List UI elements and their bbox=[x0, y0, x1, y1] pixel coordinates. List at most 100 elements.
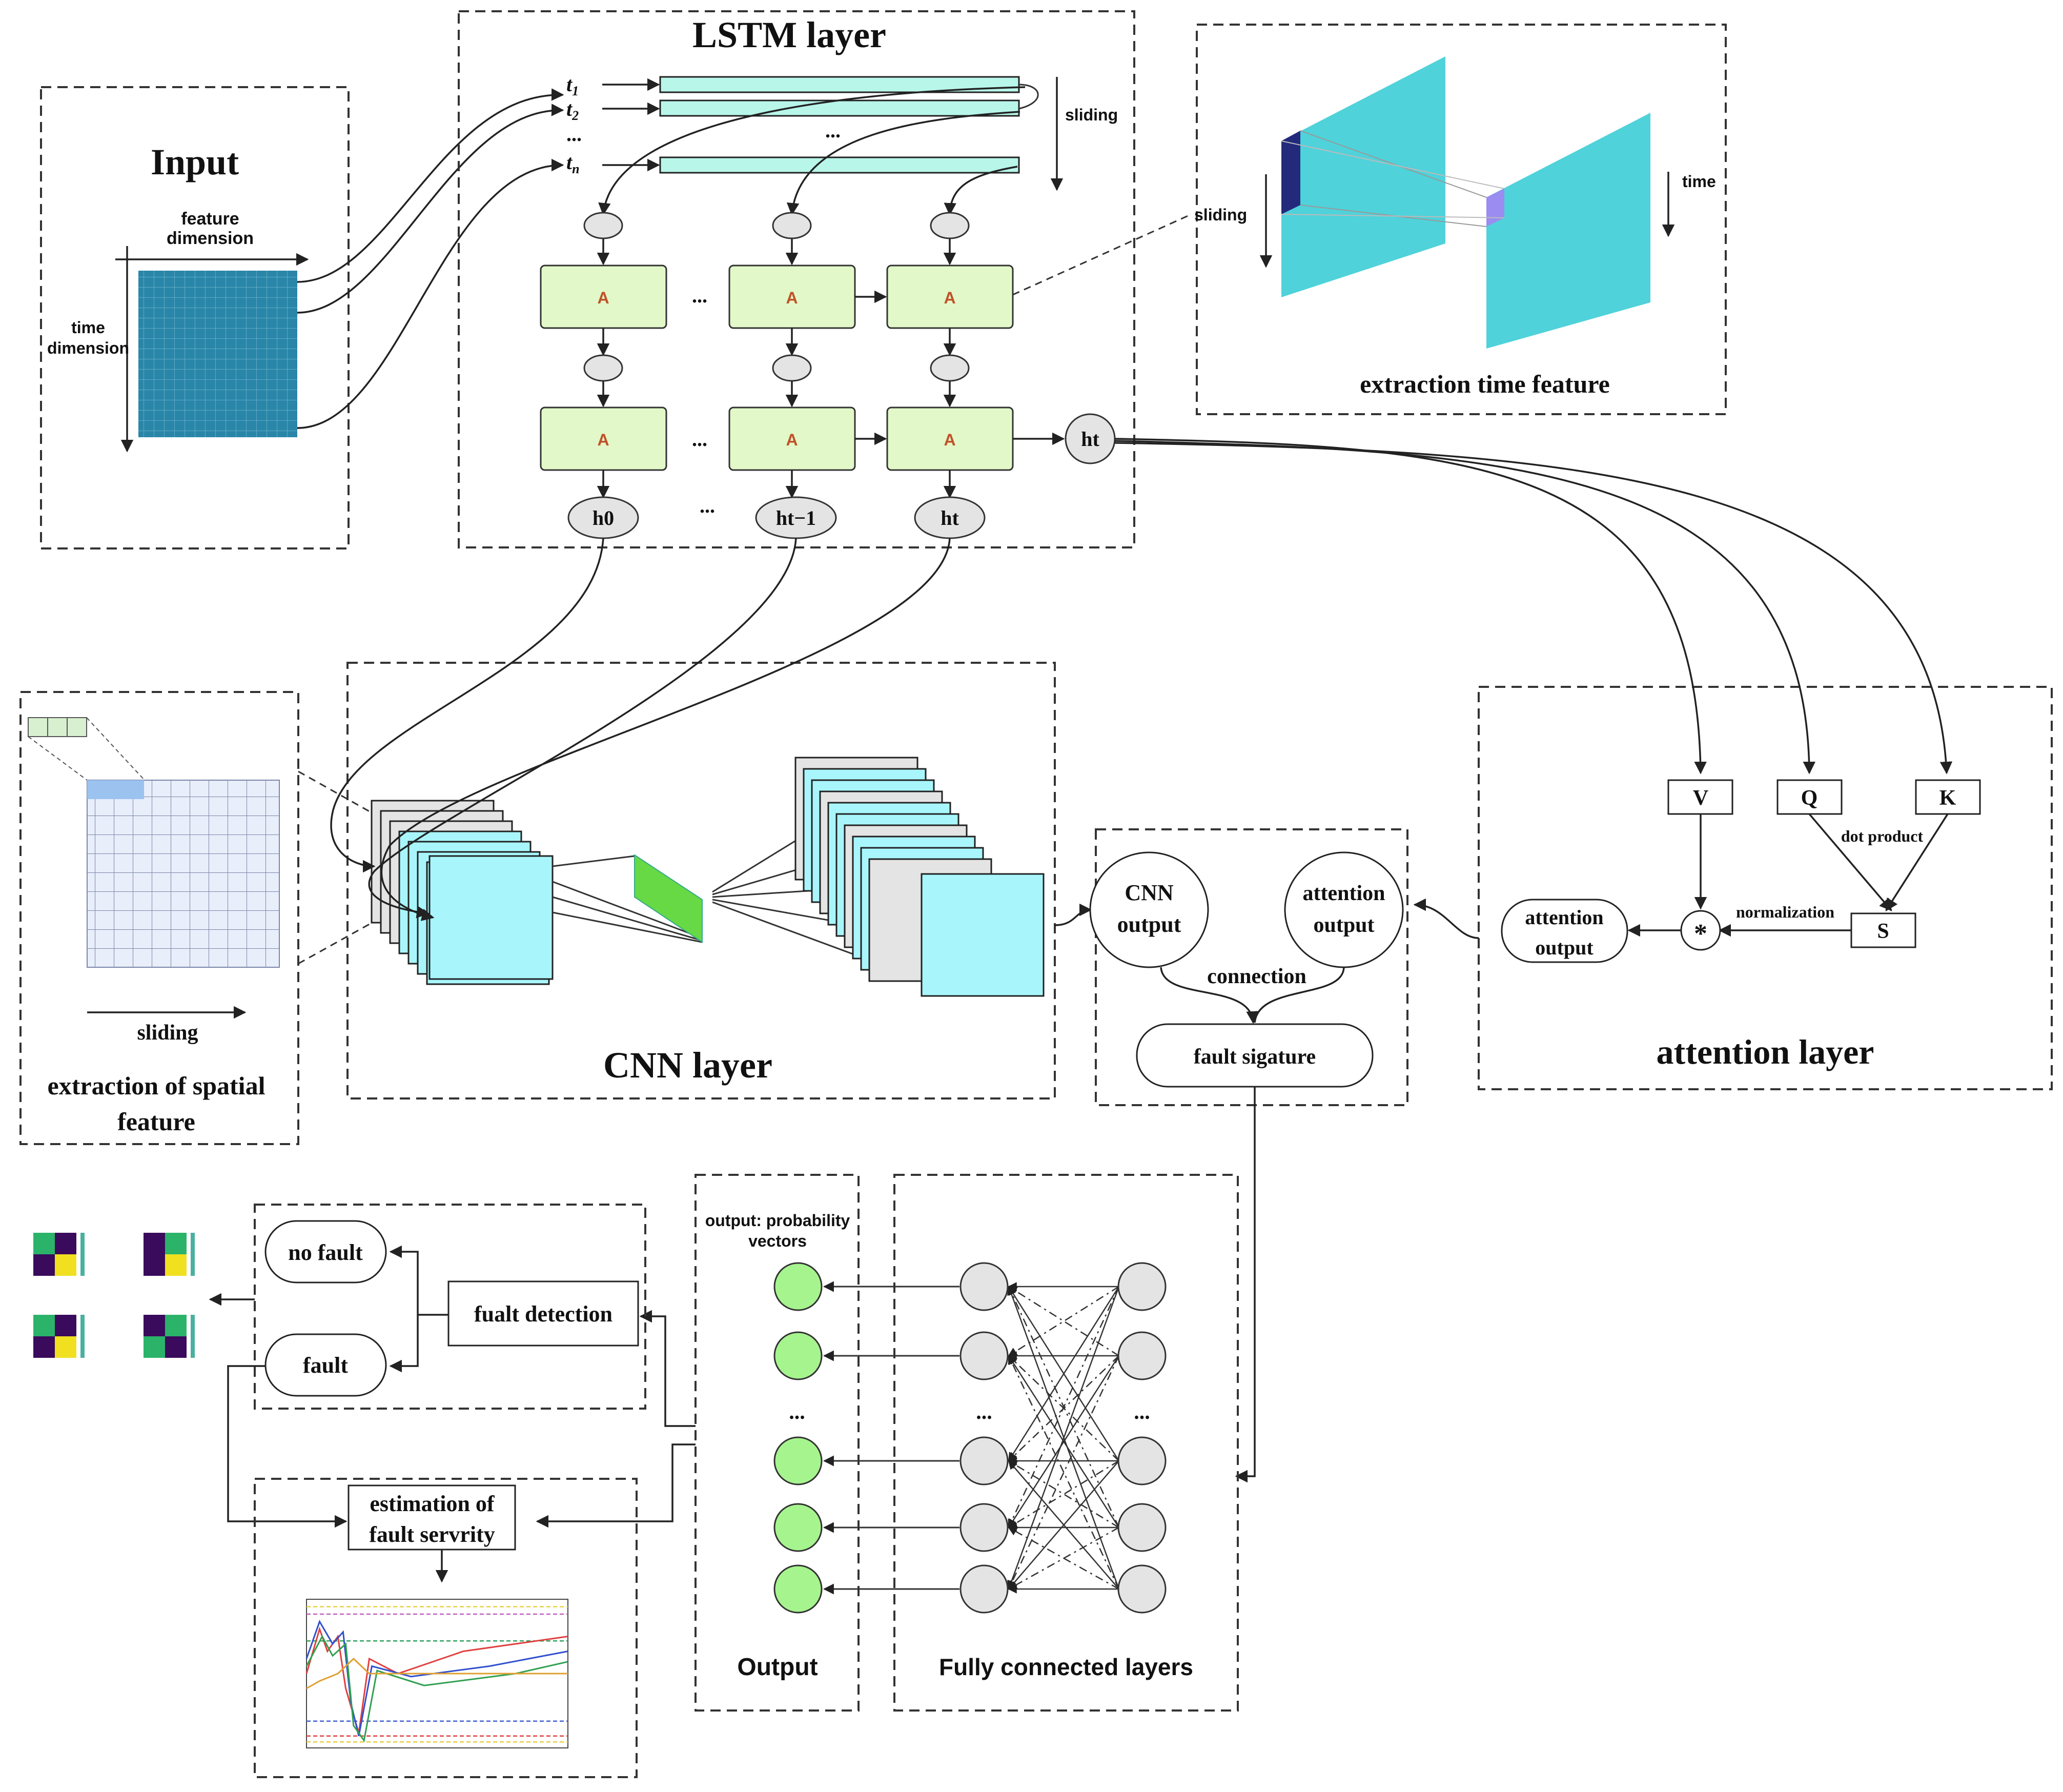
time-feature-title: extraction time feature bbox=[1360, 370, 1610, 398]
output-header-1: output: probability bbox=[705, 1211, 850, 1230]
matrix-1-cell-2 bbox=[55, 1233, 76, 1254]
time-plane-back bbox=[1281, 56, 1445, 297]
matrix-1-cell-4 bbox=[55, 1254, 76, 1276]
sequence-bar-t2 bbox=[659, 99, 1020, 117]
gate-oval-2a bbox=[772, 212, 812, 239]
spatial-kernel bbox=[28, 717, 87, 737]
cnn-frame bbox=[346, 662, 1056, 1099]
fault-node bbox=[264, 1333, 387, 1397]
output-to-detection bbox=[639, 1310, 696, 1427]
connection-label: connection bbox=[1207, 965, 1306, 988]
fc-frame bbox=[893, 1174, 1239, 1712]
output-label-ht-1: ht−1 bbox=[776, 506, 816, 530]
cell-label-1b: A bbox=[597, 431, 609, 449]
cnn-output-node bbox=[1089, 851, 1209, 968]
output-frame bbox=[695, 1174, 860, 1712]
spatial-grid-highlight bbox=[87, 780, 144, 799]
fc-edge-4-2 bbox=[1008, 1460, 1119, 1590]
output-to-severity bbox=[536, 1443, 696, 1528]
lstm-layer-block: LSTM layer t1 t2 ... tn ... sliding A bbox=[458, 10, 1135, 548]
fc-node-right-4 bbox=[1117, 1503, 1167, 1552]
fault-label: fault bbox=[303, 1353, 348, 1378]
merge-frame bbox=[1095, 828, 1408, 1106]
cell-label-3b: A bbox=[944, 431, 955, 449]
matrix-3-cell-1 bbox=[33, 1315, 55, 1336]
matrix-2-cell-1 bbox=[144, 1233, 165, 1254]
time-plane-front bbox=[1486, 113, 1650, 349]
time-dimension-label-2: dimension bbox=[47, 339, 129, 357]
kernel-guide-1 bbox=[28, 736, 88, 781]
matrix-4-cell-4 bbox=[165, 1336, 187, 1358]
time-sliding-label: sliding bbox=[1194, 206, 1247, 224]
gate-oval-2b bbox=[772, 354, 812, 382]
matrix-4-colorbar bbox=[191, 1315, 195, 1358]
q-to-s bbox=[1808, 813, 1892, 911]
signature-to-fc bbox=[1235, 1087, 1256, 1483]
bar-to-gate-2 bbox=[786, 111, 1020, 216]
projection-line-1 bbox=[1300, 130, 1487, 198]
fc-edge-3-0 bbox=[1008, 1286, 1120, 1529]
feature-map-stack-2 bbox=[794, 757, 1045, 997]
h0-to-cnn bbox=[330, 538, 604, 873]
lstm-to-cnn-connectors bbox=[330, 538, 951, 921]
pooling-map bbox=[634, 854, 703, 943]
attention-layer-block: V Q K dot product S normalization * atte… bbox=[1114, 438, 2053, 1090]
v-node bbox=[1667, 779, 1733, 815]
gate-oval-3b bbox=[930, 354, 970, 382]
ht-to-v bbox=[1114, 438, 1707, 775]
output-header-2: vectors bbox=[748, 1232, 807, 1250]
cnn-output-label-2: output bbox=[1117, 912, 1181, 937]
severity-node bbox=[348, 1484, 516, 1551]
projection-line-4 bbox=[1281, 214, 1505, 218]
sliding-label: sliding bbox=[1065, 106, 1118, 124]
feature-dimension-label: feature bbox=[181, 209, 239, 229]
time-feature-block: sliding time extraction time feature bbox=[1194, 24, 1727, 415]
spatial-feature-block: sliding extraction of spatial feature bbox=[19, 691, 299, 1145]
input-curve-t1 bbox=[297, 88, 564, 283]
kernel-guide-2 bbox=[86, 717, 145, 781]
fc-edge-0-1 bbox=[1008, 1286, 1119, 1357]
feature-map-a-front bbox=[428, 855, 554, 980]
cell-ellipsis-b: ... bbox=[692, 427, 707, 451]
matrix-1-cell-1 bbox=[33, 1233, 55, 1254]
output-label-h0: h0 bbox=[593, 506, 614, 530]
fc-edge-4-1 bbox=[1008, 1355, 1120, 1590]
spatial-connector-bottom bbox=[298, 906, 400, 965]
lstm-title: LSTM layer bbox=[692, 14, 886, 55]
normalization-label: normalization bbox=[1736, 903, 1834, 921]
matrix-4-cell-1 bbox=[144, 1315, 165, 1336]
fc-node-right-1 bbox=[1117, 1262, 1167, 1311]
fc-node-right-5 bbox=[1117, 1564, 1167, 1614]
detect-to-nofault bbox=[389, 1245, 448, 1316]
severity-series-2 bbox=[305, 1619, 568, 1737]
ht-to-k bbox=[1114, 442, 1953, 775]
spatial-sliding-label: sliding bbox=[137, 1021, 198, 1045]
projection-line-3 bbox=[1281, 140, 1505, 189]
severity-series-3 bbox=[305, 1635, 568, 1743]
attention-title: attention layer bbox=[1657, 1032, 1874, 1071]
cell-label-2a: A bbox=[786, 289, 798, 307]
attention-output-box bbox=[1501, 899, 1628, 963]
fc-edge-1-0 bbox=[1008, 1286, 1119, 1357]
severity-block: estimation of fault servrity bbox=[254, 1478, 638, 1778]
bar-to-gate-3 bbox=[944, 166, 1018, 216]
fc-node-left-2 bbox=[959, 1331, 1009, 1380]
step-label-tn: tn bbox=[566, 151, 580, 176]
fc-edge-4-0 bbox=[1007, 1286, 1120, 1590]
matrix-2-cell-2 bbox=[165, 1233, 187, 1254]
k-to-s bbox=[1885, 813, 1949, 912]
input-title: Input bbox=[151, 141, 239, 182]
detection-node bbox=[447, 1280, 639, 1347]
k-node bbox=[1915, 779, 1981, 815]
fault-detection-block: no fault fault fualt detection bbox=[254, 1204, 646, 1410]
cnn-line-3 bbox=[552, 896, 703, 942]
cell-label-3a: A bbox=[944, 289, 955, 307]
cnn-line-9 bbox=[712, 901, 880, 965]
detect-to-fault bbox=[389, 1315, 419, 1373]
confusion-matrix-thumbnails bbox=[33, 1233, 195, 1358]
output-ellipsis: ... bbox=[700, 494, 715, 517]
spatial-title-line2: feature bbox=[117, 1107, 195, 1136]
no-fault-label: no fault bbox=[288, 1240, 363, 1265]
output-node-1 bbox=[773, 1262, 823, 1311]
